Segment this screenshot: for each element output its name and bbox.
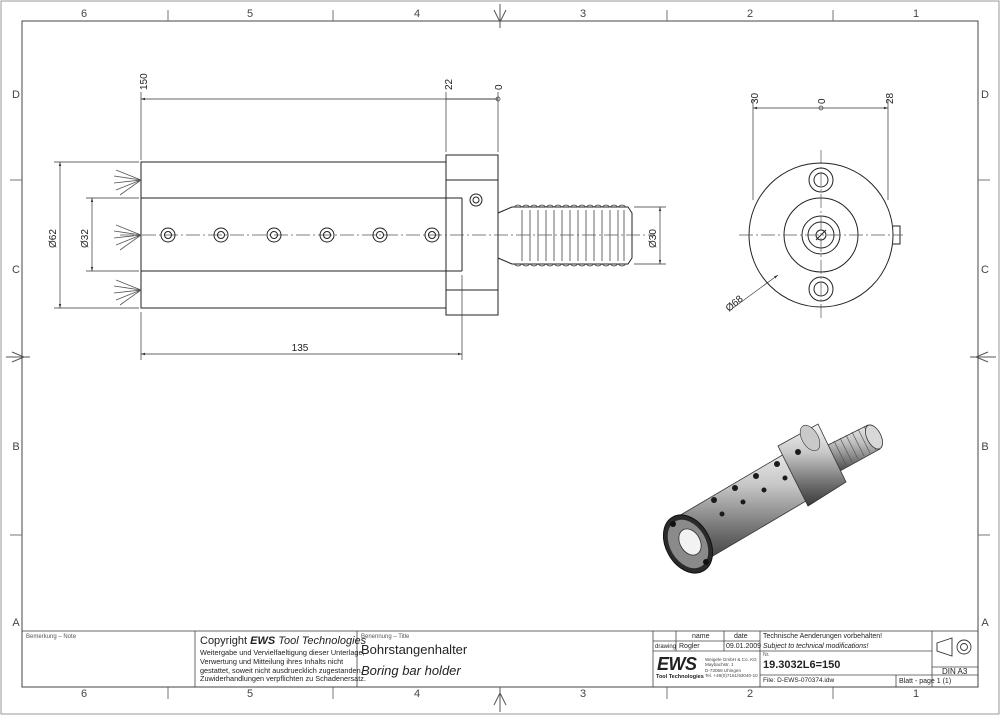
din-format: DIN A3 [942, 667, 968, 676]
zone-col-1-top: 1 [913, 8, 919, 20]
zone-row-a-left: A [12, 617, 20, 629]
ews-logo-subtitle: Tool Technologies [656, 674, 704, 680]
dim-150: 150 [139, 73, 150, 90]
company-line: Maybachstr. 1 [705, 662, 734, 668]
zone-row-c-right: C [981, 264, 989, 276]
dim-dia-62: Ø62 [48, 229, 59, 248]
dim-0: 0 [494, 84, 505, 90]
copyright-text: Weitergabe und Vervielfaeltigung dieser … [200, 648, 366, 684]
dim-dia-32: Ø32 [80, 229, 91, 248]
zone-col-5-bottom: 5 [247, 688, 253, 700]
front-dimension-labels: 150 22 0 Ø62 Ø32 Ø30 135 [48, 73, 659, 354]
dim-dia-30: Ø30 [648, 229, 659, 248]
copyright-prefix: Copyright [200, 635, 251, 647]
number-label: Nr. [763, 652, 770, 658]
zone-col-3-bottom: 3 [580, 688, 586, 700]
front-view [113, 154, 655, 316]
centering-marks [6, 4, 996, 712]
set-screws [160, 193, 483, 243]
copyright-brand: EWS [250, 635, 276, 647]
zone-col-4-top: 4 [414, 8, 420, 20]
col-name-header: name [692, 633, 710, 640]
dim-22: 22 [444, 78, 455, 90]
row-drawing-label: drawing [655, 644, 677, 650]
title-block [21, 630, 979, 688]
sheet-label: Blatt - page [899, 678, 935, 685]
company-line: D-73066 Uhingen [705, 667, 742, 673]
copyright-line: gestattet, soweit nicht ausdruecklich zu… [200, 665, 363, 675]
modification-note-de: Technische Aenderungen vorbehalten! [763, 633, 883, 640]
sheet-page: Blatt - page 1 (1) [899, 678, 951, 685]
zone-col-6-bottom: 6 [81, 688, 87, 700]
title-german: Bohrstangenhalter [361, 642, 468, 657]
modification-note-en: Subject to technical modifications! [763, 643, 869, 650]
company-line: Tel. +49(0)7161/93040-10 [705, 672, 758, 678]
isometric-render [662, 423, 883, 574]
front-dimensions [54, 92, 666, 360]
side-dimensions [732, 100, 889, 309]
company-line: Weigele GmbH & Co. KG [705, 657, 757, 662]
zone-col-6-top: 6 [81, 8, 87, 20]
zone-row-d-left: D [12, 89, 20, 101]
dim-135: 135 [292, 343, 309, 354]
sheet-value: 1 (1) [936, 678, 952, 685]
note-label: Bemerkung – Note [26, 634, 77, 640]
title-english: Boring bar holder [361, 663, 461, 678]
copyright-line: Verwertung und Mitteilung ihres Inhalts … [200, 656, 344, 666]
zone-labels: 6 5 4 3 2 1 6 5 4 3 2 1 D C B A D C B A [12, 8, 989, 700]
side-dim-28: 28 [885, 92, 896, 104]
drawn-date: 09.01.2009 [726, 643, 762, 650]
zone-row-b-right: B [981, 441, 988, 453]
copyright-suffix: Tool Technologies [275, 635, 367, 647]
copyright-line: Weitergabe und Vervielfaeltigung dieser … [200, 648, 365, 657]
side-dim-0: 0 [817, 98, 828, 104]
shank-serrations [513, 204, 627, 267]
zone-col-2-top: 2 [747, 8, 753, 20]
zone-row-b-left: B [12, 441, 19, 453]
drawn-by: Rogler [679, 643, 700, 650]
zone-ticks [10, 10, 990, 699]
company-address: Weigele GmbH & Co. KG Maybachstr. 1 D-73… [705, 657, 758, 678]
zone-col-3-top: 3 [580, 8, 586, 20]
file-name: File: D-EWS-070374.idw [763, 677, 835, 684]
title-label: Benennung – Title [361, 634, 410, 640]
coolant-spray-symbols [113, 169, 142, 306]
zone-row-d-right: D [981, 89, 989, 101]
zone-col-1-bottom: 1 [913, 688, 919, 700]
side-dim-30: 30 [750, 92, 761, 104]
side-dim-dia-68: Ø68 [724, 293, 746, 314]
zone-col-2-bottom: 2 [747, 688, 753, 700]
serrated-shank [497, 206, 633, 265]
copyright-line: Zuwiderhandlungen verpflichten zu Schade… [200, 674, 366, 684]
zone-col-5-top: 5 [247, 8, 253, 20]
ews-logo: EWS [657, 654, 697, 674]
projection-symbol-icon [936, 637, 972, 657]
side-dimension-labels: 30 0 28 Ø68 [724, 92, 896, 314]
copyright-heading: Copyright EWS Tool Technologies [200, 636, 366, 647]
zone-col-4-bottom: 4 [414, 688, 420, 700]
zone-row-a-right: A [981, 617, 989, 629]
part-number: 19.3032L6=150 [763, 659, 841, 671]
side-view [739, 150, 903, 320]
col-date-header: date [734, 633, 748, 640]
zone-row-c-left: C [12, 264, 20, 276]
